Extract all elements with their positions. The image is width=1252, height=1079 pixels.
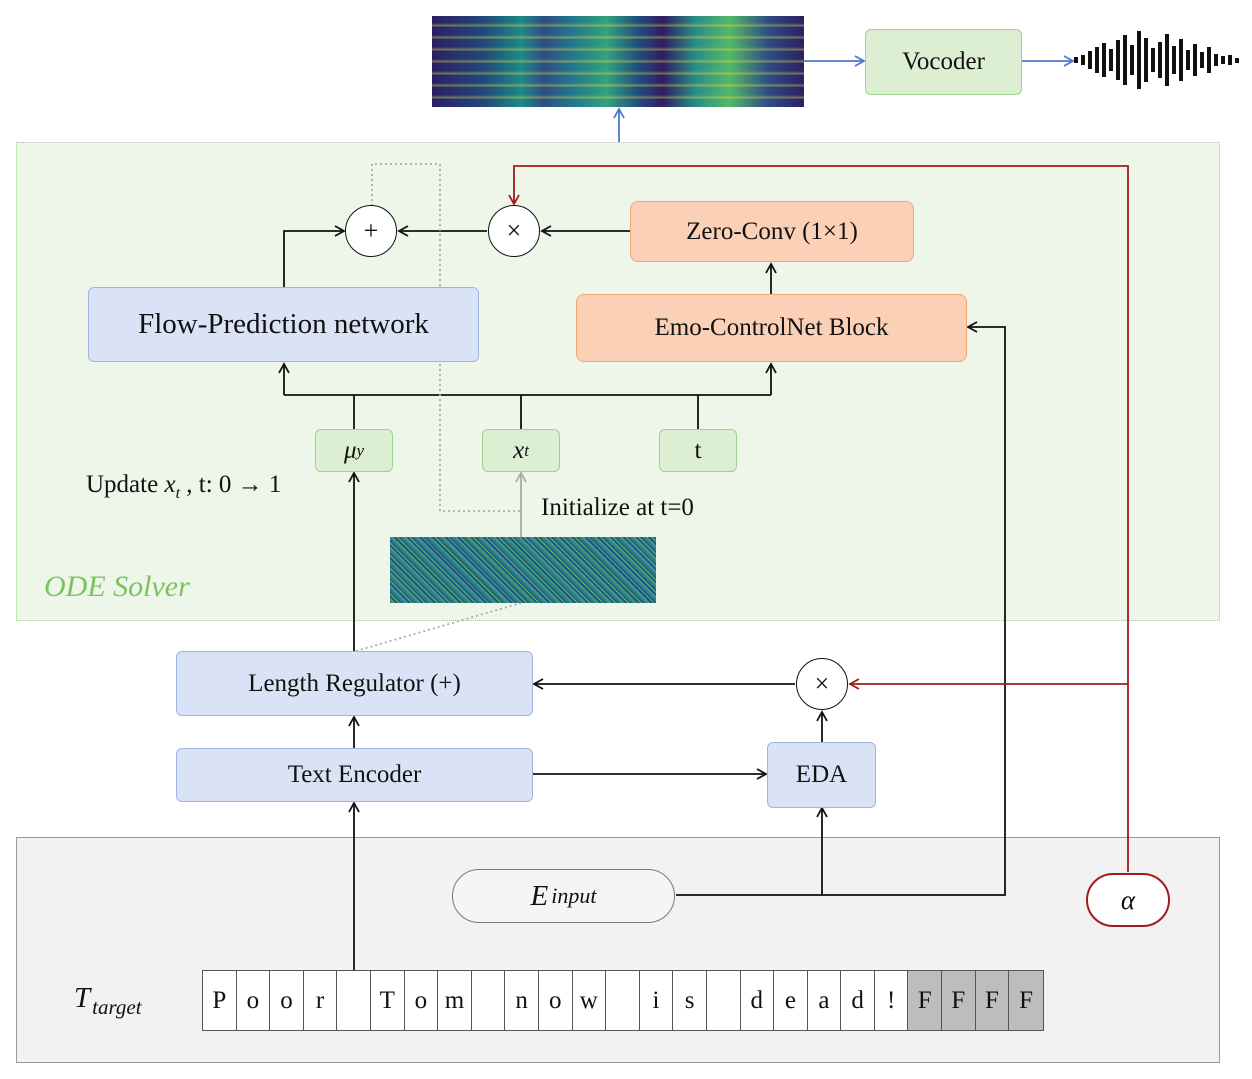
emotion-symbol: E [530,879,549,912]
token-cell [606,971,640,1030]
ode-solver-label: ODE Solver [44,570,190,603]
token-cell: o [538,971,573,1030]
multiply-operator-bottom: × [796,658,848,710]
vocoder-block: Vocoder [865,29,1022,95]
token-cell: o [404,971,439,1030]
emotion-subscript: input [551,883,597,908]
flow-to-plus-arrow [283,225,346,287]
flow-prediction-label: Flow-Prediction network [138,308,429,340]
plus-symbol: + [363,216,379,245]
token-cell: o [236,971,271,1030]
token-cell: ! [874,971,909,1030]
eda-label: EDA [795,761,848,788]
token-cell: F [1009,971,1043,1030]
update-suffix: , t: 0 → 1 [180,471,282,498]
mel-spectrogram-image [432,16,804,107]
token-cell: T [370,971,405,1030]
times-symbol-bottom: × [814,669,830,698]
waveform-icon [1074,30,1240,90]
token-cell: m [438,971,472,1030]
update-prefix: Update [86,471,165,498]
multiply-operator-top: × [488,205,540,257]
emo-controlnet-block: Emo-ControlNet Block [576,294,967,362]
update-var: x [164,471,176,498]
target-text-label: Ttarget [74,982,142,1020]
update-var-sub: t [175,485,181,502]
token-cell: F [908,971,943,1030]
token-cell: F [975,971,1010,1030]
update-annotation: Update xt , t: 0 → 1 [86,471,281,503]
token-cell: r [303,971,338,1030]
token-cell [706,971,741,1030]
token-cell: e [774,971,808,1030]
eda-block: EDA [767,742,876,808]
flow-prediction-block: Flow-Prediction network [88,287,479,362]
initialize-annotation: Initialize at t=0 [541,494,694,521]
length-regulator-label: Length Regulator (+) [248,669,461,697]
token-cell [471,971,506,1030]
mu-subscript: y [356,440,365,460]
times-symbol-top: × [506,216,522,245]
token-cell: a [807,971,842,1030]
emo-controlnet-label: Emo-ControlNet Block [654,314,889,341]
zero-conv-block: Zero-Conv (1×1) [630,201,914,262]
plus-operator: + [345,205,397,257]
target-subscript: target [92,994,142,1019]
zero-conv-label: Zero-Conv (1×1) [686,217,858,245]
target-symbol: T [74,982,91,1014]
noise-image [390,537,656,603]
t-symbol: t [694,436,702,464]
token-cell: F [942,971,976,1030]
token-cell [337,971,371,1030]
alpha-node: α [1086,873,1170,927]
length-regulator-block: Length Regulator (+) [176,651,533,716]
alpha-symbol: α [1120,884,1136,915]
token-cell: s [673,971,707,1030]
mu-symbol: μ [343,436,357,464]
token-cell: P [203,971,237,1030]
token-cell: w [572,971,607,1030]
text-encoder-block: Text Encoder [176,748,533,802]
token-cell: d [740,971,775,1030]
einput-to-emo-arrow [676,321,1006,896]
token-cell: o [270,971,304,1030]
token-cell: n [505,971,539,1030]
update-loop-dotted [371,163,521,512]
token-cell: i [639,971,674,1030]
t-input: t [659,429,737,472]
vocoder-label: Vocoder [902,48,985,75]
xt-symbol: x [513,436,525,464]
lr-to-noise-dotted [355,602,522,652]
text-encoder-label: Text Encoder [287,761,422,788]
xt-subscript: t [524,440,529,460]
alpha-to-times-top-arrow [508,165,1129,872]
token-cell: d [841,971,875,1030]
